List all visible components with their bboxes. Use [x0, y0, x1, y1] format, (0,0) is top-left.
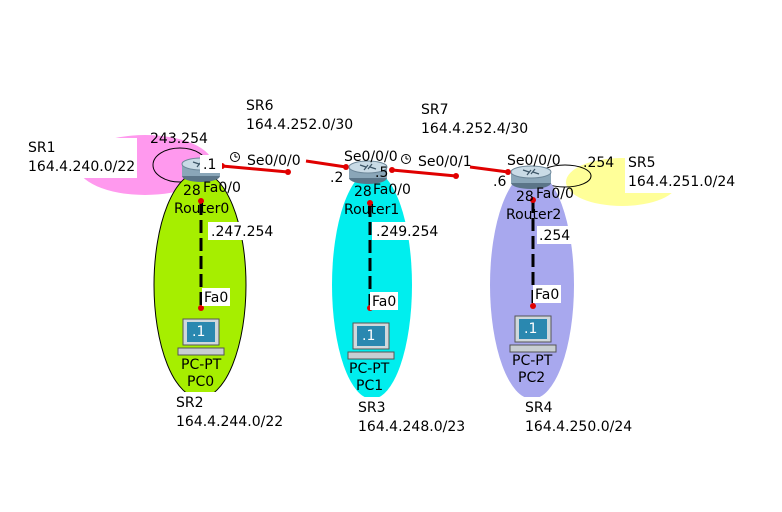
- r1-fa-port: Fa0/0: [373, 182, 411, 198]
- pc1[interactable]: [347, 322, 395, 360]
- sr5-network: 164.4.251.0/24: [628, 174, 735, 190]
- pc2-address: .1: [524, 321, 537, 337]
- pc2[interactable]: [509, 315, 557, 353]
- r0-fa-port: Fa0/0: [203, 180, 241, 196]
- router0-model: 28: [183, 183, 201, 199]
- r0-loopback-addr: 243.254: [150, 131, 208, 147]
- r1-serial0-port: Se0/0/0: [344, 149, 398, 165]
- pc2-name: PC2: [518, 370, 545, 386]
- serial-link-r0-r1-b[interactable]: [305, 159, 347, 169]
- pc-icon: [509, 315, 557, 353]
- pc2-port: Fa0: [535, 287, 559, 303]
- router1-name: Router1: [344, 202, 399, 218]
- r0-serial-addr: .1: [203, 157, 216, 173]
- r0-serial-addr-bg: [200, 155, 222, 173]
- router-icon: [510, 165, 552, 189]
- sr4-network: 164.4.250.0/24: [525, 419, 632, 435]
- sr4-name: SR4: [525, 400, 553, 416]
- r1-serial1-addr: .5: [375, 165, 388, 181]
- r2-fa-port: Fa0/0: [536, 186, 574, 202]
- router2-model: 28: [516, 189, 534, 205]
- pc0-type: PC-PT: [181, 357, 222, 373]
- sr6-name: SR6: [246, 98, 274, 114]
- label-backgrounds: [24, 96, 737, 437]
- sr6-network: 164.4.252.0/30: [246, 117, 353, 133]
- r2-loopback-addr: .254: [583, 155, 614, 171]
- sr5-name: SR5: [628, 155, 656, 171]
- router-icon: [348, 160, 388, 184]
- pc2-type: PC-PT: [512, 353, 553, 369]
- pc1-type: PC-PT: [349, 361, 390, 377]
- pc0-address: .1: [192, 324, 205, 340]
- sr1-name: SR1: [28, 140, 56, 156]
- pc0[interactable]: [177, 318, 225, 356]
- r2-serial-addr: .6: [493, 174, 506, 190]
- sr1-network: 164.4.240.0/22: [28, 159, 135, 175]
- router2-name: Router2: [506, 207, 561, 223]
- sr3-network: 164.4.248.0/23: [358, 419, 465, 435]
- sr2-name: SR2: [176, 395, 204, 411]
- pc0-port: Fa0: [204, 290, 228, 306]
- clock-icon: [401, 154, 411, 164]
- r0-serial-port: Se0/0/0: [247, 153, 301, 169]
- pc1-address: .1: [362, 328, 375, 344]
- pc1-port-bg: [370, 292, 398, 310]
- r2-serial-port: Se0/0/0: [507, 153, 561, 169]
- serial-link-r1-r2-a[interactable]: [391, 168, 457, 178]
- pc0-port-bg: [202, 288, 230, 306]
- clock-icon: [230, 152, 240, 162]
- pc0-name: PC0: [187, 374, 214, 390]
- pc2-port-bg: [533, 285, 561, 303]
- router1-model: 28: [354, 184, 372, 200]
- pc1-port: Fa0: [372, 294, 396, 310]
- sr3-name: SR3: [358, 400, 386, 416]
- router0-name: Router0: [174, 201, 229, 217]
- router1[interactable]: [348, 160, 388, 184]
- r1-fa-addr: .249.254: [376, 224, 438, 240]
- pc-icon: [347, 322, 395, 360]
- serial-link-r1-r2-b[interactable]: [469, 165, 509, 174]
- router2[interactable]: [510, 165, 552, 189]
- r0-fa-addr: .247.254: [211, 224, 273, 240]
- sr7-name: SR7: [421, 102, 449, 118]
- r1-serial1-port: Se0/0/1: [418, 154, 472, 170]
- pc-icon: [177, 318, 225, 356]
- r2-fa-addr: .254: [539, 228, 570, 244]
- serial-link-r0-r1-a[interactable]: [221, 164, 289, 174]
- pc1-name: PC1: [356, 378, 383, 394]
- sr7-network: 164.4.252.4/30: [421, 121, 528, 137]
- sr2-network: 164.4.244.0/22: [176, 414, 283, 430]
- r1-serial0-addr: .2: [330, 170, 343, 186]
